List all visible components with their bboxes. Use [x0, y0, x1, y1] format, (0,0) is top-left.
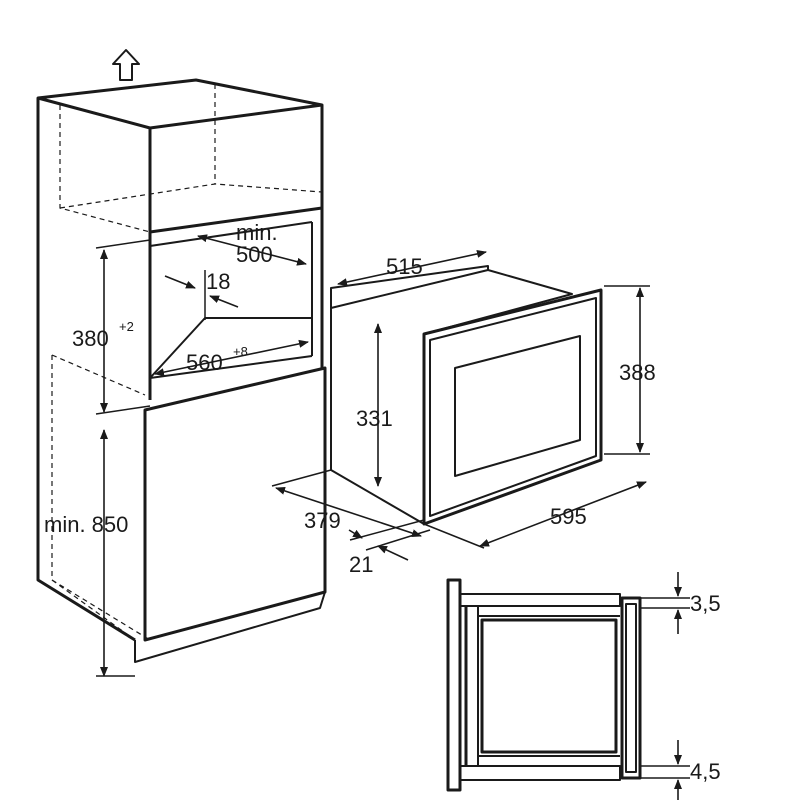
oven [330, 265, 603, 526]
gap-label: 18 [206, 269, 230, 294]
oven-height-total-label: 388 [619, 360, 656, 385]
niche-height-tolerance: +2 [119, 319, 134, 334]
niche-width-label: 560 [186, 350, 223, 375]
niche-depth-label-a: min. [236, 220, 278, 245]
dimension-niche-width [154, 339, 309, 377]
dimension-oven-height-total [604, 285, 650, 455]
dimension-niche-height [95, 239, 151, 415]
detail-section-view [446, 572, 690, 800]
detail-bottom-label: 4,5 [690, 759, 721, 784]
oven-width-label: 595 [550, 504, 587, 529]
cabinet [36, 78, 327, 663]
dimension-gap [164, 270, 239, 320]
detail-top-label: 3,5 [690, 591, 721, 616]
front-thickness-label: 21 [349, 552, 373, 577]
niche-height-label: 380 [72, 326, 109, 351]
min-height-label: min. 850 [44, 512, 128, 537]
dimension-min-height [96, 429, 135, 677]
oven-height-body-label: 331 [356, 406, 393, 431]
niche-width-tolerance: +8 [233, 344, 248, 359]
dimension-oven-depth-top [337, 249, 487, 287]
cabinet-hidden-lines [51, 84, 323, 641]
dimension-front-thickness [348, 519, 431, 561]
oven-depth-side-label: 379 [304, 508, 341, 533]
ventilation-up-arrow-icon [112, 49, 140, 81]
niche-depth-label-b: 500 [236, 242, 273, 267]
dimension-niche-depth [197, 234, 307, 266]
dimension-oven-width [423, 481, 647, 549]
oven-depth-top-label: 515 [386, 254, 423, 279]
